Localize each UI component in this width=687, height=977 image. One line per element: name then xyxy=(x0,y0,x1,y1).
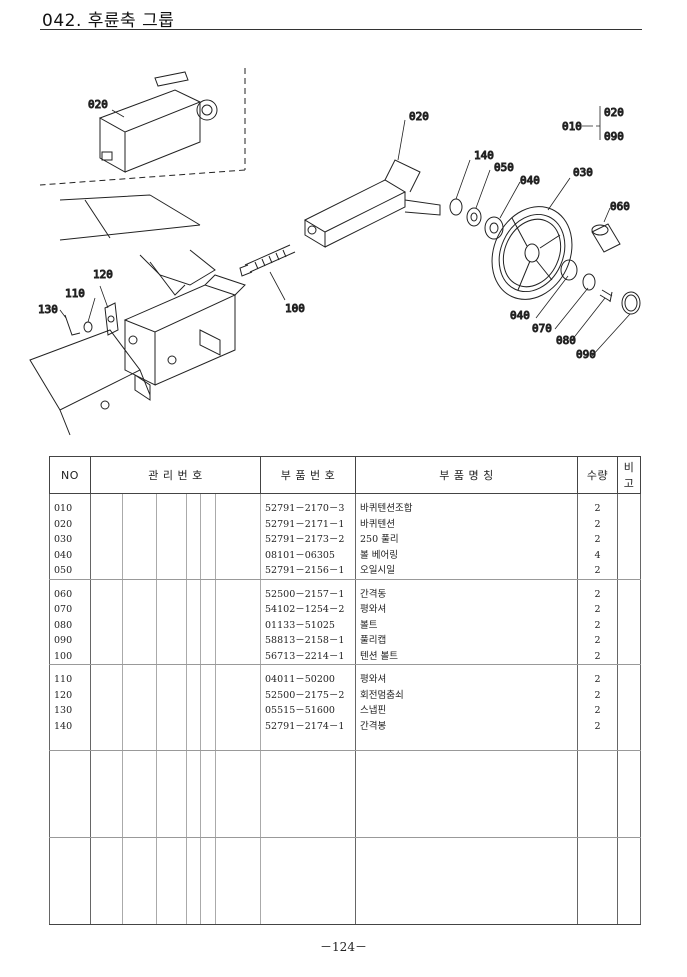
oil-seal-050 xyxy=(466,207,482,227)
detail-frame xyxy=(39,68,246,186)
pulley-cap-090 xyxy=(621,291,641,315)
label-040-top: 040 xyxy=(520,174,540,187)
label-120: 120 xyxy=(93,268,113,281)
washer-110 xyxy=(83,321,93,333)
table-row-empty xyxy=(49,837,642,925)
label-090: 090 xyxy=(576,348,596,361)
spacer-tube xyxy=(591,223,621,253)
pulley xyxy=(491,206,573,300)
header-part-name: 부 품 명 칭 xyxy=(355,456,579,494)
label-020-ref: 020 xyxy=(604,106,624,119)
page-title: 042. 후륜축 그룹 xyxy=(42,11,175,31)
label-110: 110 xyxy=(65,287,85,300)
label-140: 140 xyxy=(474,149,494,162)
label-040-bottom: 040 xyxy=(510,309,530,322)
label-010: 010 xyxy=(562,120,582,133)
square-frame-tube xyxy=(100,274,246,410)
label-090-ref: 090 xyxy=(604,130,624,143)
label-020: 020 xyxy=(409,110,429,123)
label-030: 030 xyxy=(573,166,593,179)
header-part-number: 부 품 번 호 xyxy=(260,456,357,494)
label-100: 100 xyxy=(285,302,305,315)
tension-bolt xyxy=(239,244,296,277)
bearing-040b xyxy=(560,259,578,281)
header-note: 비 고 xyxy=(617,456,642,494)
header-management-number: 관 리 번 호 xyxy=(89,456,262,494)
table-row-empty xyxy=(49,750,642,838)
snap-pin-130 xyxy=(64,314,81,336)
label-130: 130 xyxy=(38,303,58,316)
tension-arm xyxy=(303,159,441,248)
label-060: 060 xyxy=(610,200,630,213)
label-070: 070 xyxy=(532,322,552,335)
label-020-inset: 020 xyxy=(88,98,108,111)
diagram-svg: 020 020 010 020 090 140 050 040 030 060 … xyxy=(29,68,641,436)
frame-rails xyxy=(29,194,216,436)
header-no: NO xyxy=(49,456,91,494)
bearing-040 xyxy=(484,216,504,240)
bolt-080 xyxy=(599,289,613,303)
title-rule xyxy=(40,29,642,30)
spacer-140 xyxy=(449,198,463,216)
page-number: －124－ xyxy=(320,940,367,954)
table-header-row: NO 관 리 번 호 부 품 번 호 부 품 명 칭 수량 비 고 xyxy=(49,456,642,494)
stopper-120 xyxy=(104,302,119,336)
washer-070 xyxy=(582,273,596,291)
header-quantity: 수량 xyxy=(577,456,619,494)
label-050: 050 xyxy=(494,161,514,174)
inset-tension-arm xyxy=(98,71,218,173)
label-080: 080 xyxy=(556,334,576,347)
exploded-diagram: 020 020 010 020 090 140 050 040 030 060 … xyxy=(0,40,687,450)
